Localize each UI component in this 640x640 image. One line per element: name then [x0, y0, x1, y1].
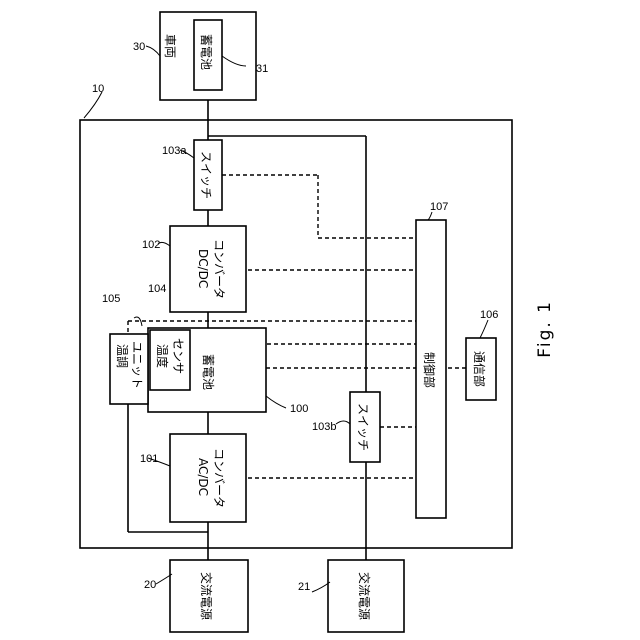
- ref-107: 107: [430, 201, 448, 213]
- temp-unit-label-2: ユニット: [130, 341, 144, 389]
- controller-block: 制御部: [416, 220, 446, 518]
- ref-30: 30: [133, 41, 145, 53]
- ac-source-21-block: 交流電源: [328, 560, 404, 632]
- acdc-label-1: AC/DC: [196, 458, 210, 496]
- ref-104: 104: [148, 283, 166, 295]
- ac-source-1-label: 交流電源: [199, 572, 214, 620]
- ac-source-2-label: 交流電源: [357, 572, 372, 620]
- temp-unit-label-1: 温調: [115, 344, 129, 368]
- switch-a-block: スイッチ: [194, 140, 222, 210]
- switch-b-block: スイッチ: [350, 392, 380, 462]
- vehicle-block: 車両 蓄電池: [160, 12, 256, 100]
- acdc-converter-block: AC/DC コンバータ: [170, 434, 246, 522]
- ref-21: 21: [298, 581, 310, 593]
- temp-sensor-label-2: センサ: [171, 338, 185, 374]
- dcdc-label-1: DC/DC: [196, 249, 210, 288]
- dcdc-converter-block: DC/DC コンバータ: [170, 226, 246, 312]
- switch-b-label: スイッチ: [356, 403, 370, 451]
- ref-10: 10: [92, 83, 104, 95]
- ref-100: 100: [290, 403, 308, 415]
- figure-caption: Fig. 1: [535, 300, 555, 358]
- dcdc-label-2: コンバータ: [212, 239, 226, 299]
- temp-unit-block: 温調 ユニット: [110, 334, 148, 404]
- switch-a-label: スイッチ: [199, 151, 213, 199]
- temp-sensor-label-1: 温度: [155, 344, 170, 368]
- acdc-label-2: コンバータ: [212, 448, 226, 508]
- ref-102: 102: [142, 239, 160, 251]
- controller-label: 制御部: [422, 352, 437, 388]
- vehicle-label: 車両: [163, 34, 177, 58]
- ref-20: 20: [144, 579, 156, 591]
- ref-31: 31: [256, 63, 268, 75]
- ref-101: 101: [140, 453, 158, 465]
- ac-source-20-block: 交流電源: [170, 560, 248, 632]
- ref-103b: 103b: [312, 421, 336, 433]
- battery-label: 蓄電池: [201, 354, 215, 390]
- battery-block: 蓄電池 温度 センサ: [148, 328, 266, 412]
- comm-block: 通信部: [466, 338, 496, 400]
- ref-105: 105: [102, 293, 120, 305]
- ref-103a: 103a: [162, 145, 187, 157]
- ref-106: 106: [480, 309, 498, 321]
- comm-label: 通信部: [472, 351, 487, 387]
- vehicle-battery-label: 蓄電池: [199, 34, 213, 70]
